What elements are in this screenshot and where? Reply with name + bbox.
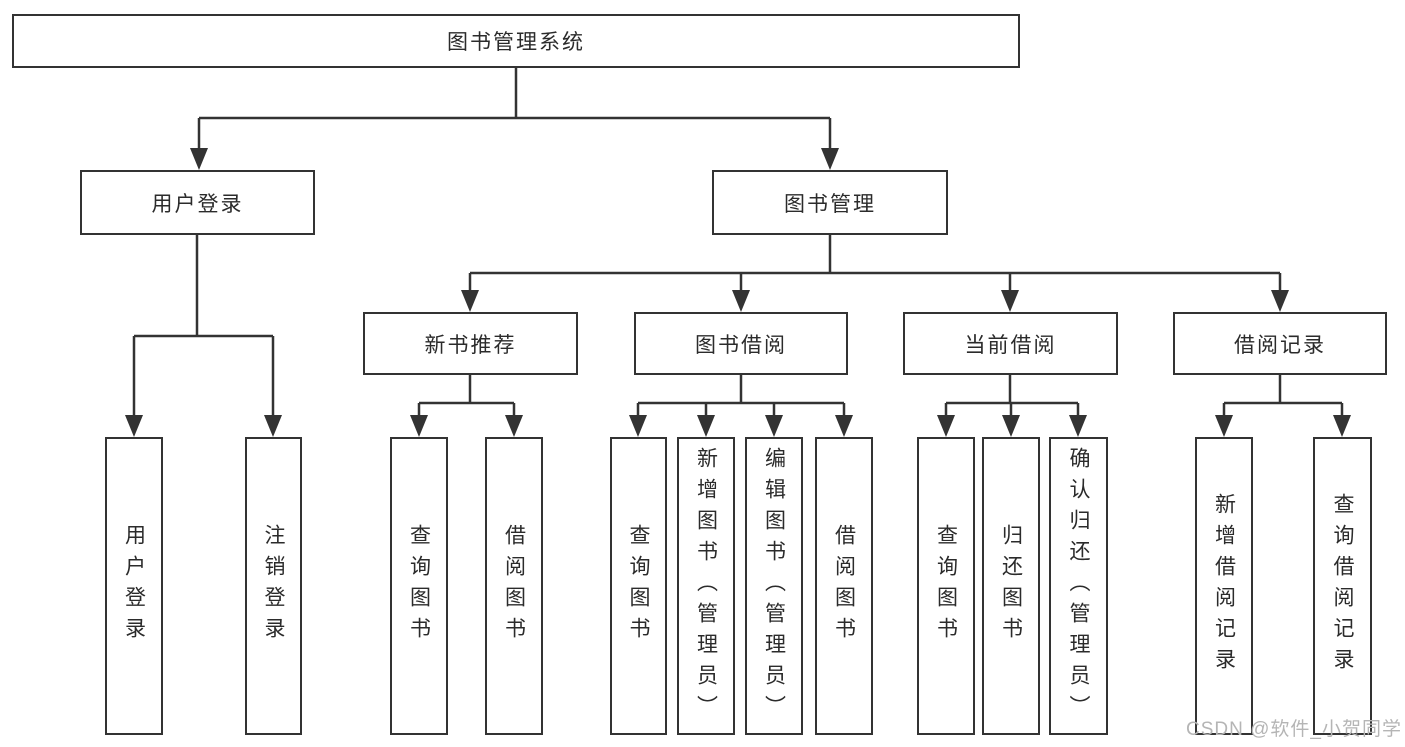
node-user-login: 用户登录 <box>80 170 315 235</box>
leaf-add-books-admin: 新增图书（管理员） <box>677 437 735 735</box>
leaf-confirm-return-admin: 确认归还（管理员） <box>1049 437 1108 735</box>
leaf-user-login: 用户登录 <box>105 437 163 735</box>
leaf-query-books-recommend: 查询图书 <box>390 437 448 735</box>
leaf-borrow-books-borrowing: 借阅图书 <box>815 437 873 735</box>
node-book-borrowing: 图书借阅 <box>634 312 848 375</box>
arrowhead-icons <box>125 148 1351 437</box>
leaf-query-books-borrowing: 查询图书 <box>610 437 667 735</box>
leaf-return-books: 归还图书 <box>982 437 1040 735</box>
node-current-borrowing: 当前借阅 <box>903 312 1118 375</box>
csdn-watermark: CSDN @软件_小贺同学 <box>1186 719 1402 740</box>
node-library-system: 图书管理系统 <box>12 14 1020 68</box>
leaf-edit-books-admin: 编辑图书（管理员） <box>745 437 803 735</box>
leaf-logout-login: 注销登录 <box>245 437 302 735</box>
leaf-add-borrow-record: 新增借阅记录 <box>1195 437 1253 735</box>
connector-segments <box>132 68 1344 417</box>
node-borrowing-records: 借阅记录 <box>1173 312 1387 375</box>
leaf-query-books-current: 查询图书 <box>917 437 975 735</box>
leaf-query-borrow-record: 查询借阅记录 <box>1313 437 1372 735</box>
leaf-borrow-books-recommend: 借阅图书 <box>485 437 543 735</box>
node-book-management: 图书管理 <box>712 170 948 235</box>
node-new-book-recommend: 新书推荐 <box>363 312 578 375</box>
